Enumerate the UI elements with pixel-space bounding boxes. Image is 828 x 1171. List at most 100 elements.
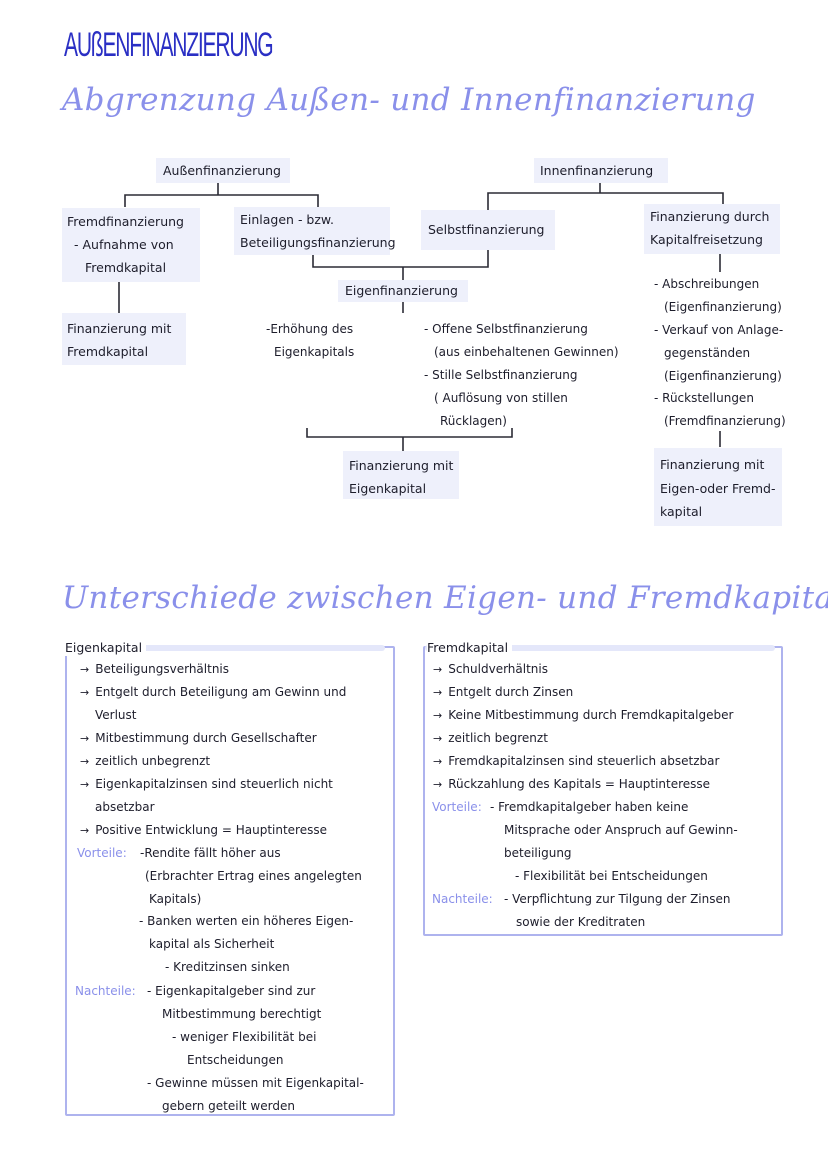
eigenkapital-nachteil-2: Mitbestimmung berechtigt	[162, 1007, 322, 1021]
freisetzung-item-1: - Abschreibungen	[654, 277, 760, 291]
arrow-right-icon: →	[80, 755, 90, 768]
node-finanzierung-mit-fremdkapital-2: Fremdkapital	[67, 344, 149, 359]
eigenkapital-panel: Eigenkapital	[65, 640, 395, 1116]
node-eigenfinanzierung: Eigenfinanzierung	[345, 283, 458, 298]
node-eigenfinanzierung-box	[338, 280, 468, 302]
node-selbstfinanzierung-box	[421, 210, 555, 250]
eigenkapital-point-6: →Positive Entwicklung = Hauptinteresse	[80, 823, 327, 837]
eigenkapital-panel-title: Eigenkapital	[65, 640, 147, 656]
freisetzung-item-5: (Eigenfinanzierung)	[664, 369, 782, 383]
fremdkapital-vorteil-2: Mitsprache oder Anspruch auf Gewinn-	[504, 823, 738, 837]
eigenkapital-panel-highlight	[67, 645, 385, 651]
fremdkapital-point-5: →Fremdkapitalzinsen sind steuerlich abse…	[433, 754, 720, 768]
node-innenfinanzierung: Innenfinanzierung	[540, 163, 654, 178]
eigenkapital-point-5: →Eigenkapitalzinsen sind steuerlich nich…	[80, 777, 333, 791]
fremdkapital-panel-title: Fremdkapital	[427, 640, 513, 656]
arrow-right-icon: →	[433, 755, 443, 768]
arrow-right-icon: →	[433, 709, 443, 722]
arrow-right-icon: →	[433, 686, 443, 699]
node-finanzierung-mit-fremdkapital-1: Finanzierung mit	[67, 321, 172, 336]
node-aussenfinanzierung: Außenfinanzierung	[163, 163, 281, 178]
node-finanzierung-eigen-oder-fremd-1: Finanzierung mit	[660, 457, 765, 472]
section-heading-abgrenzung: Abgrenzung Außen- und Innenfinanzierung	[62, 82, 756, 118]
node-einlagen-2: Beteiligungsfinanzierung	[240, 235, 396, 250]
eigenkapital-vorteil-6: - Kreditzinsen sinken	[165, 960, 290, 974]
node-finanzierung-mit-eigenkapital-2: Eigenkapital	[349, 481, 427, 496]
stille-selbstfinanzierung-3: Rücklagen)	[440, 414, 507, 428]
offene-selbstfinanzierung-2: (aus einbehaltenen Gewinnen)	[434, 345, 619, 359]
eigenkapital-point-5-cont: absetzbar	[95, 800, 155, 814]
node-finanzierung-mit-fremdkapital-box	[62, 313, 186, 365]
page-title: AUßENFINANZIERUNG	[64, 26, 274, 64]
eigenkapital-point-4: →zeitlich unbegrenzt	[80, 754, 211, 768]
eigenkapital-nachteil-5: - Gewinne müssen mit Eigenkapital-	[147, 1076, 364, 1090]
arrow-right-icon: →	[433, 778, 443, 791]
eigenkapital-nachteile-label: Nachteile:	[75, 984, 136, 998]
node-selbstfinanzierung: Selbstfinanzierung	[428, 222, 545, 237]
fremdkapital-nachteile-label: Nachteile:	[432, 892, 493, 906]
node-aussenfinanzierung-box	[156, 158, 290, 183]
fremdkapital-point-6: →Rückzahlung des Kapitals = Hauptinteres…	[433, 777, 711, 791]
eigenkapital-nachteil-1: - Eigenkapitalgeber sind zur	[147, 984, 316, 998]
node-fremdfinanzierung-box	[62, 208, 200, 282]
fremdkapital-point-2: →Entgelt durch Zinsen	[433, 685, 574, 699]
node-finanzierung-eigen-oder-fremd-2: Eigen-oder Fremd-	[660, 481, 776, 496]
node-innenfinanzierung-box	[534, 158, 668, 183]
arrow-right-icon: →	[433, 732, 443, 745]
node-fremdfinanzierung-sub1: - Aufnahme von	[74, 237, 174, 252]
node-finanzierung-eigen-oder-fremd-box	[654, 448, 782, 526]
node-einlagen-box	[234, 207, 390, 255]
eigen-erhoehung-2: Eigenkapitals	[274, 345, 355, 359]
fremdkapital-point-3: →Keine Mitbestimmung durch Fremdkapitalg…	[433, 708, 734, 722]
node-kapitalfreisetzung-box	[644, 204, 780, 254]
eigenkapital-point-3: →Mitbestimmung durch Gesellschafter	[80, 731, 317, 745]
node-kapitalfreisetzung-2: Kapitalfreisetzung	[650, 232, 763, 247]
eigenkapital-vorteil-1: -Rendite fällt höher aus	[140, 846, 281, 860]
freisetzung-item-7: (Fremdfinanzierung)	[664, 414, 786, 428]
diagram-connectors	[118, 183, 724, 451]
eigenkapital-nachteil-6: gebern geteilt werden	[162, 1099, 295, 1113]
fremdkapital-vorteil-1: - Fremdkapitalgeber haben keine	[490, 800, 689, 814]
freisetzung-item-6: - Rückstellungen	[654, 391, 754, 405]
eigenkapital-nachteil-4: Entscheidungen	[187, 1053, 284, 1067]
node-finanzierung-eigen-oder-fremd-3: kapital	[660, 504, 703, 519]
fremdkapital-point-4: →zeitlich begrenzt	[433, 731, 548, 745]
fremdkapital-point-1: →Schuldverhältnis	[433, 662, 548, 676]
eigenkapital-vorteil-4: - Banken werten ein höheres Eigen-	[139, 914, 354, 928]
node-einlagen-1: Einlagen - bzw.	[240, 212, 334, 227]
fremdkapital-vorteil-4: - Flexibilität bei Entscheidungen	[515, 869, 708, 883]
eigenkapital-point-2-cont: Verlust	[95, 708, 137, 722]
fremdkapital-vorteile-label: Vorteile:	[432, 800, 482, 814]
eigenkapital-point-1: →Beteiligungsverhältnis	[80, 662, 230, 676]
stille-selbstfinanzierung-1: - Stille Selbstfinanzierung	[424, 368, 578, 382]
eigenkapital-vorteil-5: kapital als Sicherheit	[149, 937, 275, 951]
fremdkapital-panel-highlight	[425, 645, 775, 651]
freisetzung-item-2: (Eigenfinanzierung)	[664, 300, 782, 314]
arrow-right-icon: →	[80, 732, 90, 745]
node-fremdfinanzierung: Fremdfinanzierung	[67, 214, 184, 229]
section-heading-unterschiede: Unterschiede zwischen Eigen- und Fremdka…	[62, 580, 828, 616]
fremdkapital-vorteil-3: beteiligung	[504, 846, 572, 860]
node-finanzierung-mit-eigenkapital-1: Finanzierung mit	[349, 458, 454, 473]
node-finanzierung-mit-eigenkapital-box	[343, 451, 459, 499]
arrow-right-icon: →	[80, 686, 90, 699]
fremdkapital-nachteil-1: - Verpflichtung zur Tilgung der Zinsen	[504, 892, 731, 906]
fremdkapital-nachteil-2: sowie der Kreditraten	[516, 915, 646, 929]
arrow-right-icon: →	[433, 663, 443, 676]
stille-selbstfinanzierung-2: ( Auflösung von stillen	[434, 391, 568, 405]
node-kapitalfreisetzung-1: Finanzierung durch	[650, 209, 770, 224]
arrow-right-icon: →	[80, 824, 90, 837]
node-fremdfinanzierung-sub2: Fremdkapital	[85, 260, 167, 275]
eigenkapital-vorteil-2: (Erbrachter Ertrag eines angelegten	[145, 869, 362, 883]
eigenkapital-nachteil-3: - weniger Flexibilität bei	[172, 1030, 317, 1044]
arrow-right-icon: →	[80, 778, 90, 791]
eigen-erhoehung-1: -Erhöhung des	[266, 322, 354, 336]
eigenkapital-point-2: →Entgelt durch Beteiligung am Gewinn und	[80, 685, 347, 699]
fremdkapital-panel: Fremdkapital	[423, 640, 783, 936]
freisetzung-item-4: gegenständen	[664, 346, 751, 360]
arrow-right-icon: →	[80, 663, 90, 676]
eigenkapital-vorteil-3: Kapitals)	[149, 892, 202, 906]
offene-selbstfinanzierung-1: - Offene Selbstfinanzierung	[424, 322, 588, 336]
freisetzung-item-3: - Verkauf von Anlage-	[654, 323, 784, 337]
eigenkapital-vorteile-label: Vorteile:	[77, 846, 127, 860]
